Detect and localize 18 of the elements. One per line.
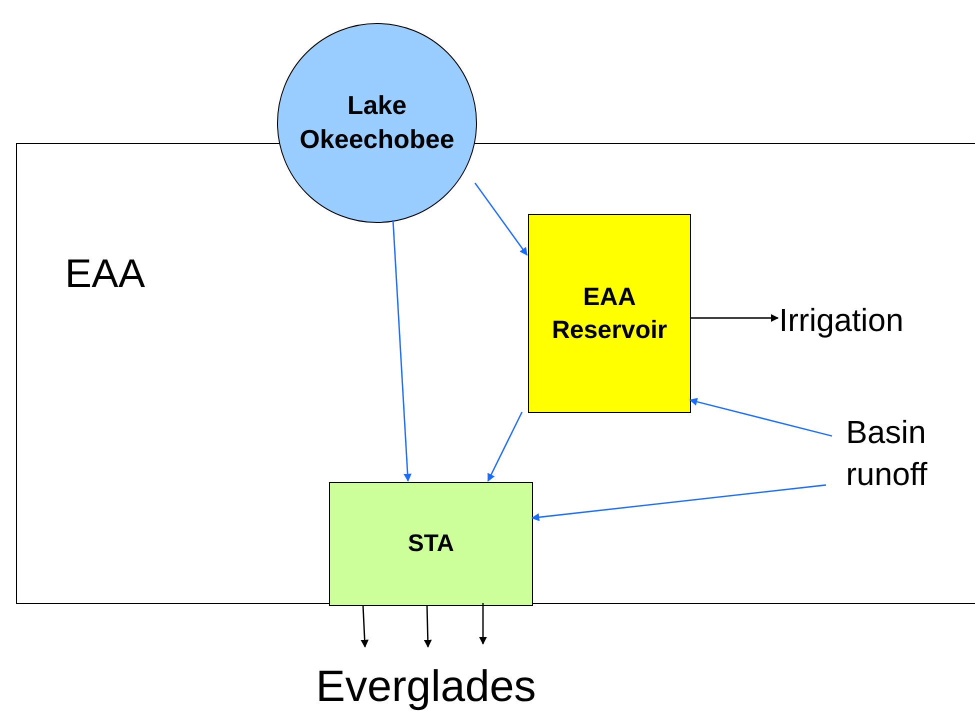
arrow — [690, 314, 779, 322]
arrow — [689, 398, 832, 437]
process-box — [528, 214, 691, 413]
process-box — [329, 482, 533, 606]
arrow — [360, 604, 369, 648]
arrow — [474, 182, 528, 256]
flow-label: Everglades — [316, 661, 536, 711]
arrow — [531, 484, 826, 522]
arrow — [479, 603, 487, 645]
region-label: EAA — [65, 252, 146, 297]
arrow — [487, 412, 523, 482]
arrow — [424, 604, 432, 648]
arrow — [392, 220, 412, 482]
node-label: Lake Okeechobee — [298, 89, 456, 156]
flow-label: Basin runoff — [846, 412, 928, 494]
node-label: EAA Reservoir — [550, 282, 668, 346]
flow-label: Irrigation — [779, 301, 904, 340]
node-label: STA — [408, 529, 454, 560]
